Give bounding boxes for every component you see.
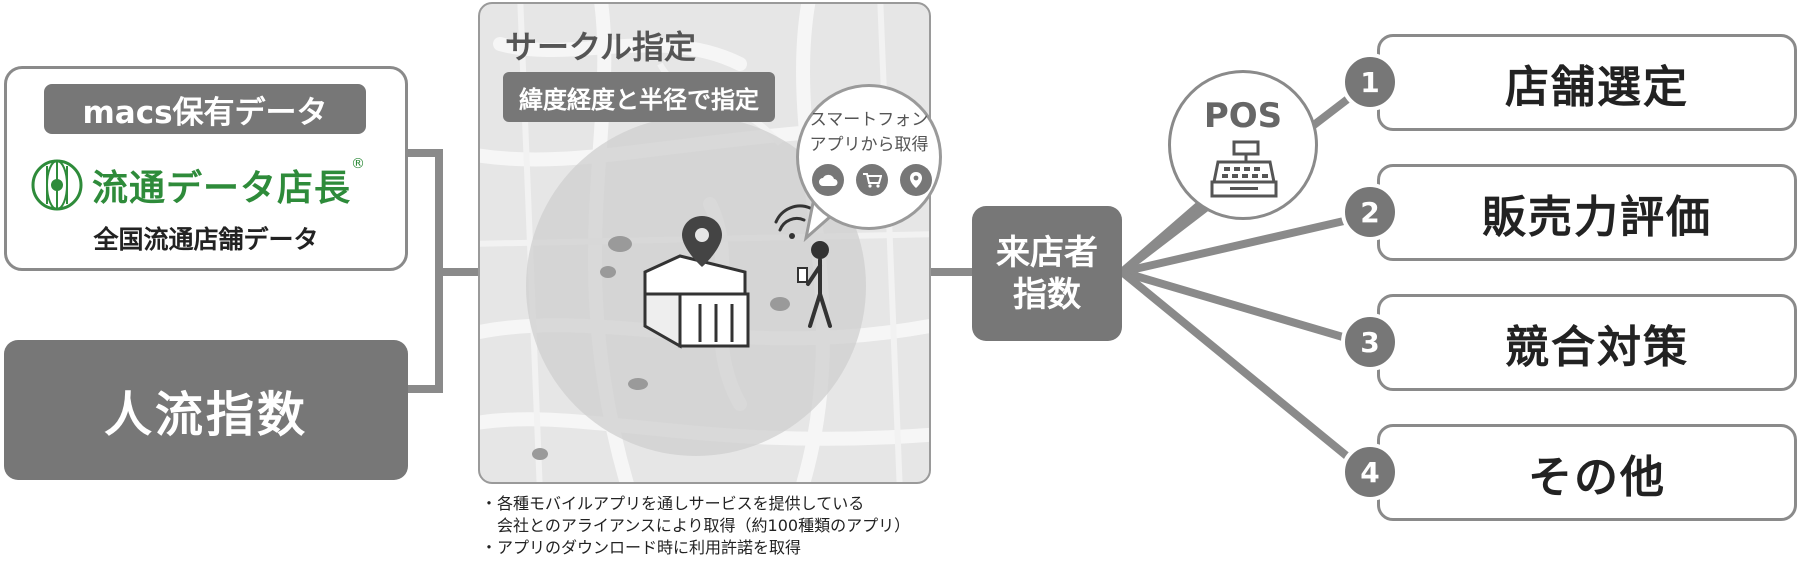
output-box-other: その他 bbox=[1377, 424, 1797, 521]
registered-mark: ® bbox=[351, 156, 366, 172]
location-pin-icon bbox=[682, 216, 722, 267]
source-notes: ・各種モバイルアプリを通しサービスを提供している 会社とのアライアンスにより取得… bbox=[481, 493, 910, 559]
circle-spec-title: サークル指定 bbox=[505, 28, 697, 66]
bubble-icon-row bbox=[812, 164, 932, 196]
visitor-index-line-2: 指数 bbox=[1013, 274, 1081, 315]
number-badge-3: 3 bbox=[1341, 313, 1399, 371]
bubble-line-1: スマートフォン bbox=[809, 110, 929, 130]
number-badge-2: 2 bbox=[1341, 183, 1399, 241]
cloud-icon bbox=[812, 164, 844, 196]
note-line-1: ・各種モバイルアプリを通しサービスを提供している bbox=[481, 494, 865, 513]
location-pin-small-icon bbox=[900, 164, 932, 196]
brand-logo-row: 流通データ店長 ® bbox=[30, 150, 390, 220]
cash-register-icon bbox=[1210, 140, 1278, 198]
macs-data-label: macs保有データ bbox=[44, 84, 366, 134]
number-badge-1: 1 bbox=[1341, 53, 1399, 111]
cart-icon bbox=[856, 164, 888, 196]
bubble-text: スマートフォン アプリから取得 bbox=[796, 108, 942, 158]
store-building-icon bbox=[643, 254, 750, 349]
output-box-store-selection: 店舗選定 bbox=[1377, 34, 1797, 131]
person-with-smartphone-icon bbox=[774, 204, 832, 328]
brand-subtitle: 全国流通店舗データ bbox=[93, 225, 319, 254]
output-box-sales-evaluation: 販売力評価 bbox=[1377, 164, 1797, 261]
brand-name: 流通データ店長 bbox=[92, 167, 352, 209]
map-illustration bbox=[480, 4, 929, 482]
pos-label: POS bbox=[1203, 96, 1283, 136]
note-line-3: ・アプリのダウンロード時に利用許諾を取得 bbox=[481, 538, 802, 557]
output-box-competitor-measures: 競合対策 bbox=[1377, 294, 1797, 391]
visitor-index-line-1: 来店者 bbox=[996, 232, 1098, 273]
circle-spec-subtitle: 緯度経度と半径で指定 bbox=[503, 72, 775, 122]
brand-globe-icon bbox=[31, 159, 83, 211]
number-badge-4: 4 bbox=[1341, 443, 1399, 501]
visitor-index-box: 来店者 指数 bbox=[972, 206, 1122, 341]
flow-index-box: 人流指数 bbox=[4, 340, 408, 480]
note-line-2: 会社とのアライアンスにより取得（約100種類のアプリ） bbox=[481, 516, 911, 535]
smartphone-bubble bbox=[796, 84, 942, 230]
bubble-line-2: アプリから取得 bbox=[809, 135, 929, 155]
